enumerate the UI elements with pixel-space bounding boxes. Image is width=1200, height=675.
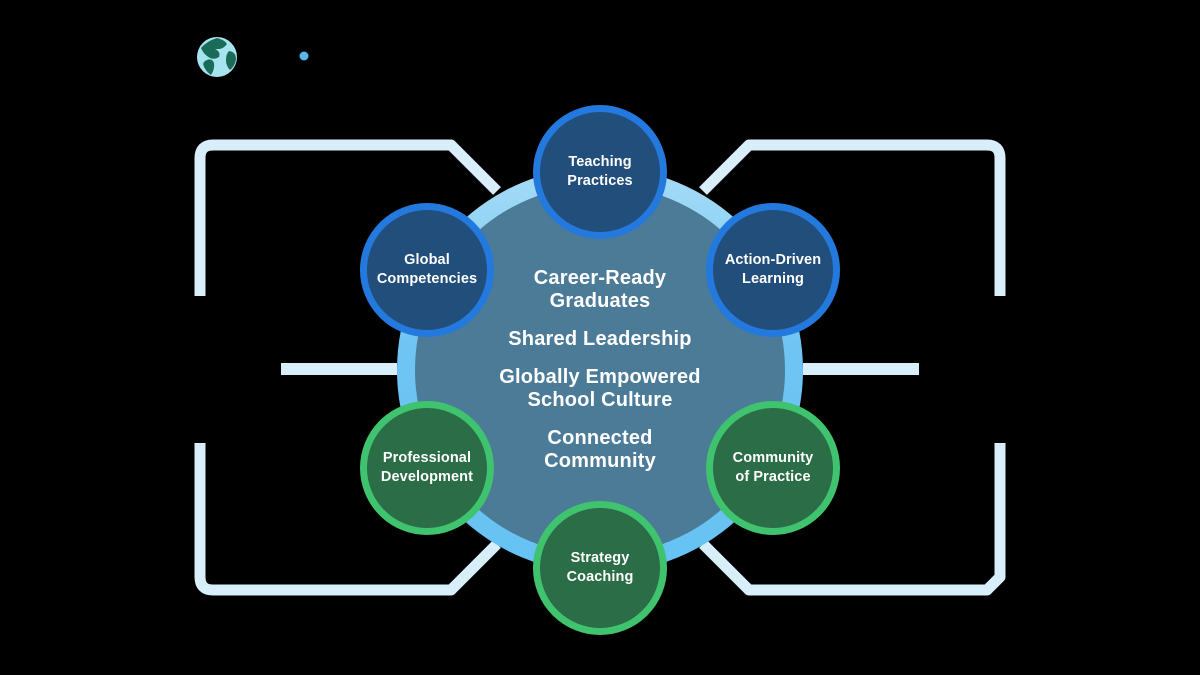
- node-professional-development: Professional Development: [360, 401, 494, 535]
- logo-accent-dot: [299, 51, 309, 61]
- node-label: Professional Development: [380, 450, 474, 485]
- node-label: Strategy Coaching: [566, 550, 634, 585]
- hub-item-globally-empowered-culture: Globally Empowered School Culture: [499, 366, 701, 411]
- node-label: Global Competencies: [376, 252, 478, 287]
- node-label: Community of Practice: [732, 450, 814, 485]
- node-teaching-practices: Teaching Practices: [533, 105, 667, 239]
- node-global-competencies: Global Competencies: [360, 203, 494, 337]
- logo: [195, 34, 315, 80]
- hub-item-career-ready-graduates: Career-Ready Graduates: [533, 267, 667, 312]
- hub-item-connected-community: Connected Community: [544, 427, 656, 472]
- node-community-of-practice: Community of Practice: [706, 401, 840, 535]
- node-action-driven-learning: Action-Driven Learning: [706, 203, 840, 337]
- globe-icon: [197, 37, 309, 77]
- node-label: Teaching Practices: [567, 154, 633, 189]
- bracket-bottom-right: [699, 443, 1006, 596]
- bracket-top-right: [699, 139, 1006, 296]
- node-strategy-coaching: Strategy Coaching: [533, 501, 667, 635]
- hub-item-shared-leadership: Shared Leadership: [508, 328, 692, 350]
- bracket-bottom-left: [194, 443, 501, 596]
- node-label: Action-Driven Learning: [724, 252, 822, 287]
- bracket-top-left: [194, 139, 501, 296]
